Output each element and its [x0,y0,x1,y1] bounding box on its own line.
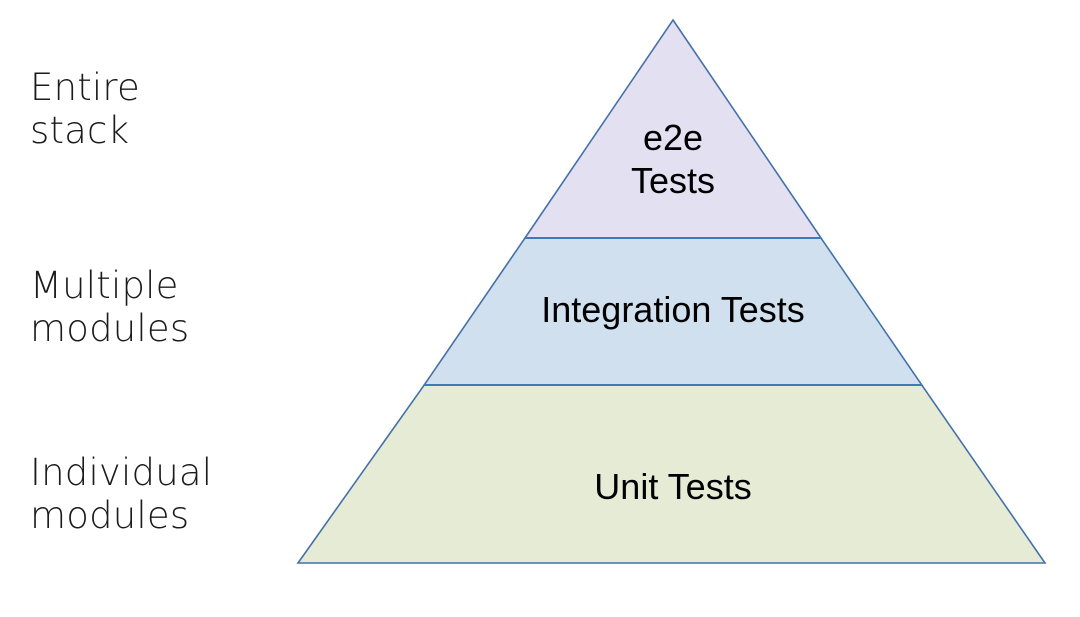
scope-label-individual-modules: Individual modules [30,451,213,537]
pyramid-tier-unit[interactable] [296,384,1047,564]
pyramid-tier-e2e[interactable] [523,18,823,239]
pyramid-tier-integration[interactable] [422,237,924,386]
scope-label-entire-stack: Entire stack [30,66,140,152]
scope-label-multiple-modules: Multiple modules [30,264,190,350]
